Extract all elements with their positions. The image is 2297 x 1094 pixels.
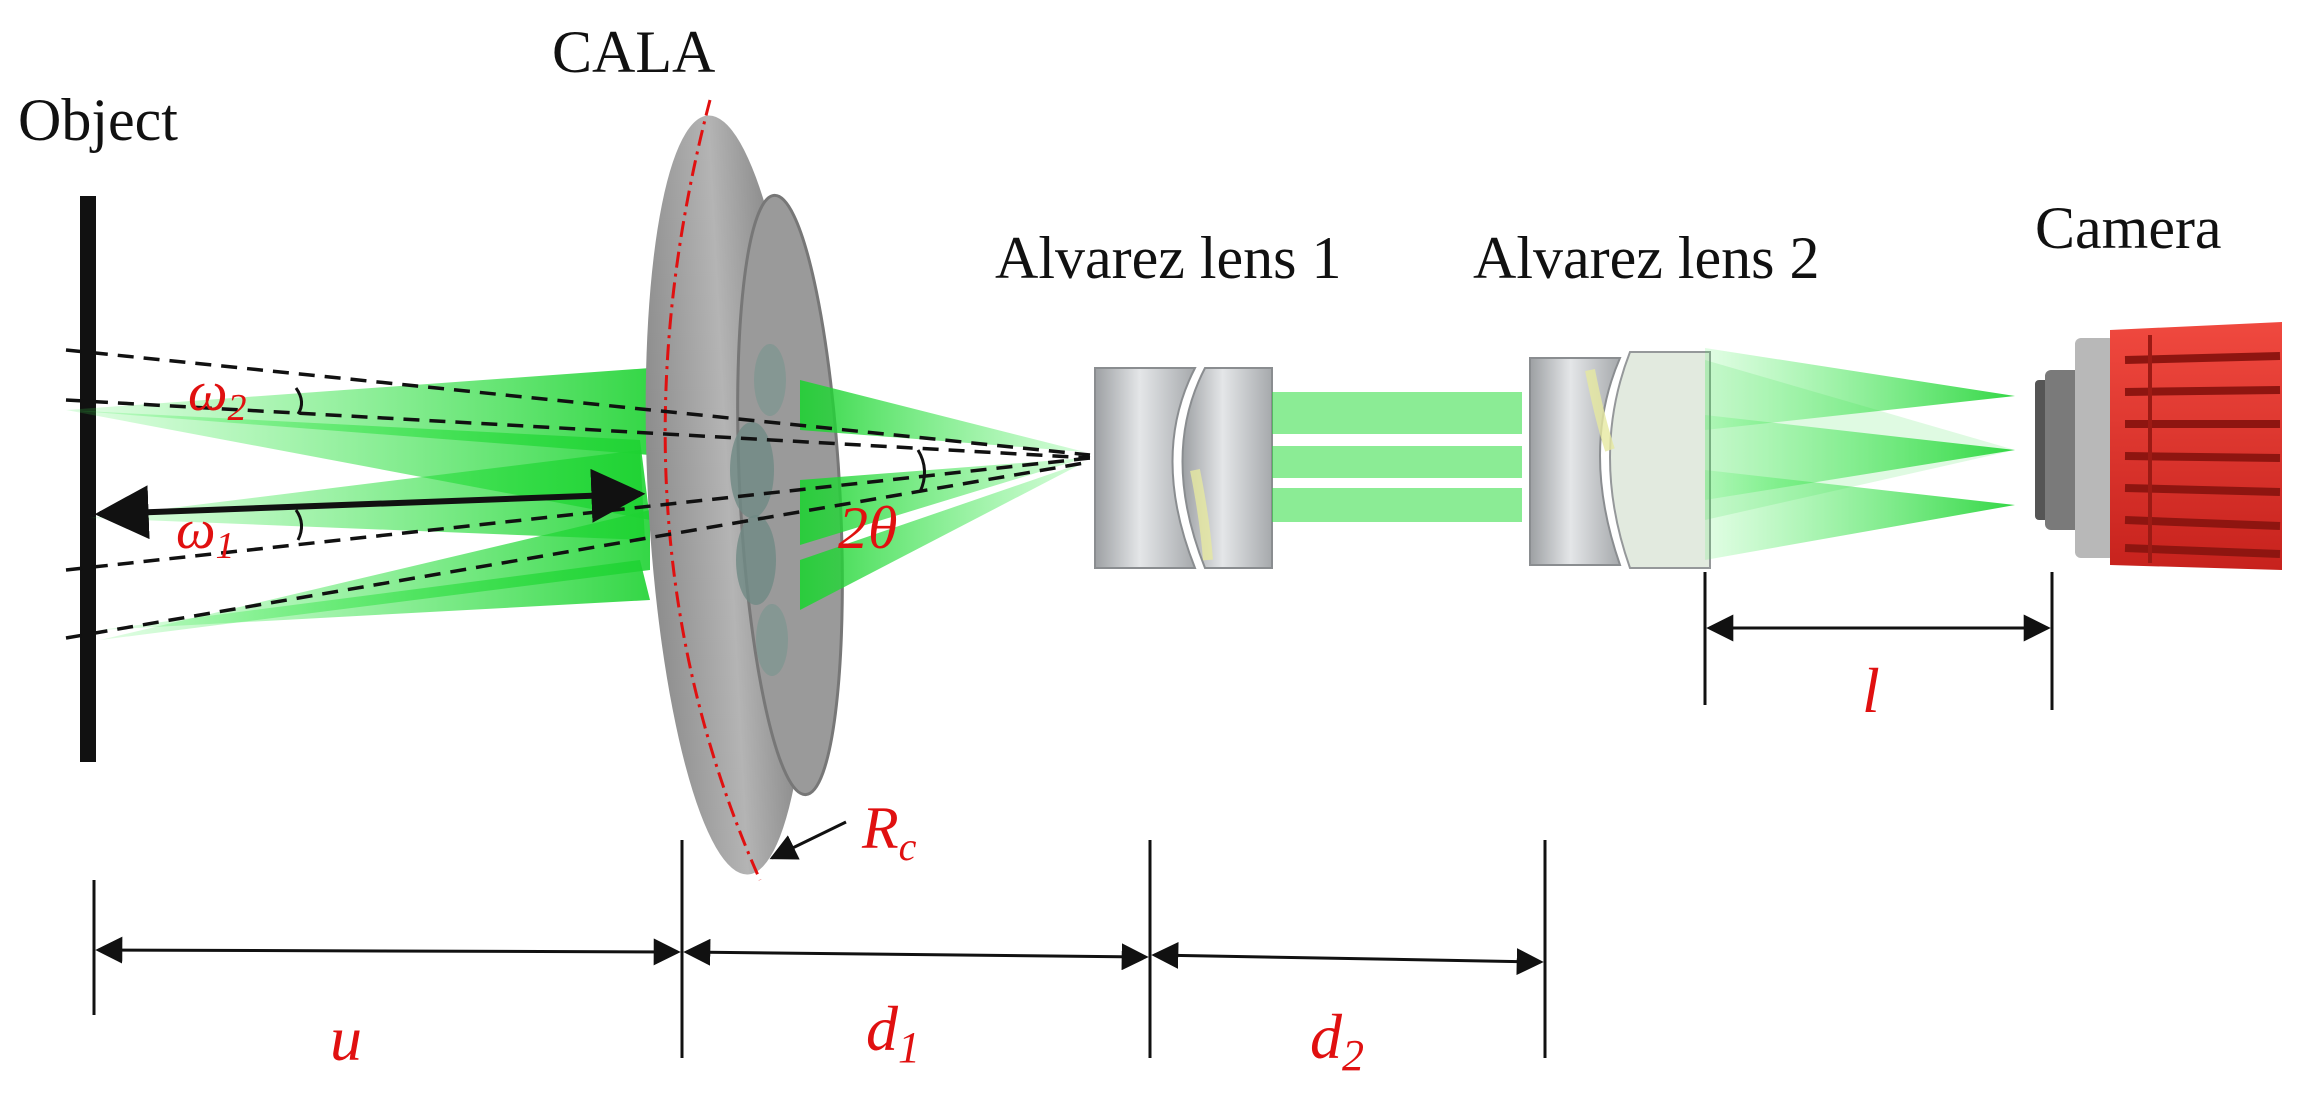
omega2-arc: [294, 387, 303, 415]
alvarez-lens-1: [1094, 367, 1273, 569]
camera-device: [2035, 322, 2282, 570]
symbol-d2: d2: [1310, 1001, 1364, 1080]
rc-pointer: [769, 820, 847, 860]
beams-cala-to-alvarez1: [800, 380, 1085, 610]
symbol-u: u: [330, 1003, 362, 1074]
two-theta-arc: [916, 449, 926, 493]
dimension-ticks: [92, 572, 2054, 1058]
label-alvarez-lens-2: Alvarez lens 2: [1473, 225, 1820, 291]
label-camera: Camera: [2035, 195, 2222, 261]
dim-d1: [683, 938, 1149, 971]
symbol-rc: Rc: [861, 795, 917, 869]
symbol-l: l: [1862, 655, 1880, 726]
dim-u: [95, 936, 681, 966]
dim-d2: [1151, 941, 1544, 976]
object-ray-arrow: [94, 468, 646, 540]
label-alvarez-lens-1: Alvarez lens 1: [995, 225, 1342, 291]
symbol-two-theta: 2θ: [838, 495, 897, 561]
symbol-d1: d1: [866, 993, 920, 1072]
symbol-omega2: ω2: [188, 361, 247, 429]
dimension-arrows: [95, 614, 2051, 976]
beams-alvarez2-to-camera: [1705, 348, 2015, 560]
cala-lens-array: [645, 115, 844, 875]
beams-parallel: [1272, 392, 1522, 522]
omega1-arc: [294, 509, 303, 541]
object-plane: [80, 196, 96, 762]
label-object: Object: [18, 87, 178, 153]
label-cala: CALA: [552, 19, 715, 85]
alvarez-lens-2: [1529, 351, 1711, 569]
symbol-omega1: ω1: [176, 499, 235, 567]
